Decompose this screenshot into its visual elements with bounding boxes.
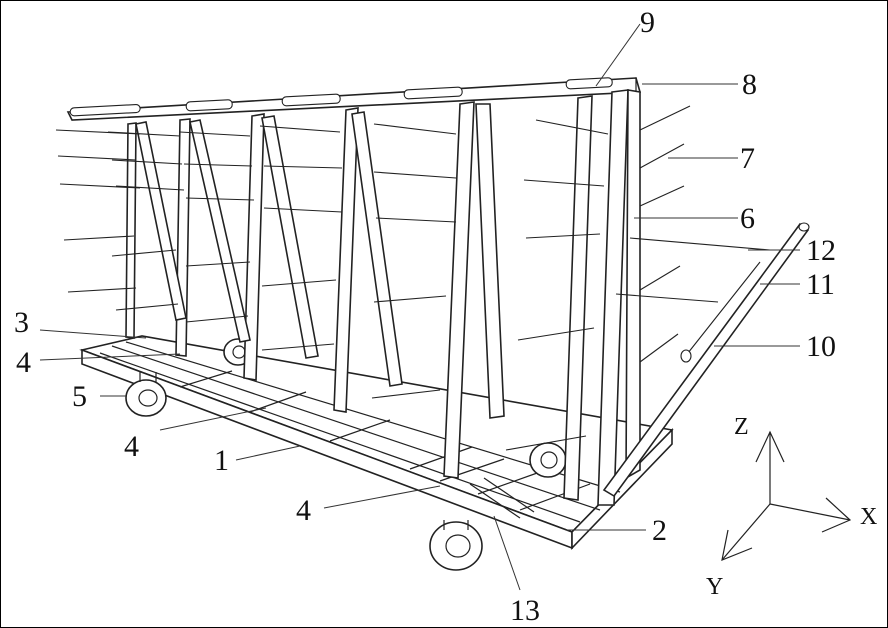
label-13: 13 bbox=[510, 594, 540, 627]
label-1: 1 bbox=[214, 444, 229, 477]
caster-wheel-front-right bbox=[429, 520, 483, 571]
label-6: 6 bbox=[740, 202, 755, 235]
support-arms-left bbox=[55, 119, 609, 451]
label-4-front: 4 bbox=[296, 494, 311, 527]
label-2: 2 bbox=[652, 514, 667, 547]
outrigger-tube bbox=[602, 222, 810, 498]
label-5: 5 bbox=[72, 380, 87, 413]
leader-lines bbox=[39, 23, 800, 591]
label-9: 9 bbox=[640, 6, 655, 39]
axis-z-label: Z bbox=[734, 414, 749, 440]
top-tubes bbox=[69, 77, 613, 117]
caster-wheel-front-left bbox=[125, 372, 167, 417]
coordinate-axes: Z X Y bbox=[706, 414, 877, 600]
label-7: 7 bbox=[740, 142, 755, 175]
support-arms-right bbox=[615, 105, 771, 363]
axis-x-label: X bbox=[860, 504, 877, 530]
part-labels: 9 8 7 6 12 11 10 3 4 5 4 1 4 13 2 bbox=[14, 6, 836, 627]
label-11: 11 bbox=[806, 268, 835, 301]
upright-posts bbox=[125, 89, 641, 506]
label-4-left: 4 bbox=[16, 346, 31, 379]
label-10: 10 bbox=[806, 330, 836, 363]
base-frame bbox=[79, 335, 674, 550]
axis-y-label: Y bbox=[706, 574, 723, 600]
caster-wheel-rear-right bbox=[529, 442, 567, 478]
label-4-middle: 4 bbox=[124, 430, 139, 463]
label-8: 8 bbox=[742, 68, 757, 101]
label-3: 3 bbox=[14, 306, 29, 339]
label-12: 12 bbox=[806, 234, 836, 267]
